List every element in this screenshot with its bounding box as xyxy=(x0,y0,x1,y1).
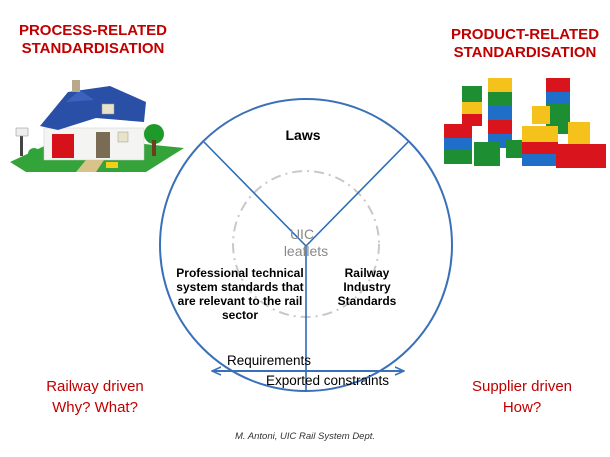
roof-dormer xyxy=(66,90,94,102)
left-segment-line: Professional technical xyxy=(176,266,303,280)
supplier-driven-line1: Supplier driven xyxy=(471,378,573,395)
lego-bricks-image xyxy=(444,78,606,168)
garage-door xyxy=(52,134,74,158)
basketball-hoop xyxy=(15,127,29,137)
lawnmower xyxy=(106,162,118,168)
tree xyxy=(144,124,164,144)
brick-stack-middle xyxy=(522,126,558,166)
left-segment-line: system standards that xyxy=(176,280,303,294)
laws-label: Laws xyxy=(285,127,320,143)
product-title-line1: PRODUCT-RELATED xyxy=(450,26,600,43)
window xyxy=(117,131,129,143)
right-segment-text: Railway Industry Standards xyxy=(338,266,397,308)
right-segment-line: Standards xyxy=(338,294,397,308)
divider-left xyxy=(203,141,307,247)
right-segment-line: Industry xyxy=(343,280,391,294)
path xyxy=(76,160,104,172)
supplier-driven-line2: How? xyxy=(502,399,542,416)
yellow-brick-right xyxy=(568,122,590,148)
product-title-line2: STANDARDISATION xyxy=(453,44,597,61)
left-segment-line: sector xyxy=(222,308,258,322)
requirements-label: Requirements xyxy=(227,353,311,368)
green-brick xyxy=(474,142,500,166)
process-title-line1: PROCESS-RELATED xyxy=(18,22,168,39)
supplier-driven-label: Supplier driven How? xyxy=(442,376,602,418)
red-flat-brick xyxy=(556,144,606,168)
basketball-pole xyxy=(20,134,23,156)
left-segment-line: are relevant to the rail xyxy=(178,294,303,308)
front-door xyxy=(96,132,110,158)
bush xyxy=(28,148,40,160)
divider-right xyxy=(305,141,409,247)
lego-house-image xyxy=(10,80,184,172)
house-roof xyxy=(40,86,146,130)
small-green-brick xyxy=(506,140,524,158)
railway-driven-label: Railway driven Why? What? xyxy=(10,376,180,418)
author-credit: M. Antoni, UIC Rail System Dept. xyxy=(234,431,376,442)
brick-stack-left xyxy=(444,124,472,164)
left-segment-text: Professional technical system standards … xyxy=(176,266,303,322)
product-related-title: PRODUCT-RELATED STANDARDISATION xyxy=(440,26,610,62)
chimney xyxy=(72,80,80,92)
railway-driven-line2: Why? What? xyxy=(52,399,138,416)
right-segment-line: Railway xyxy=(345,266,390,280)
process-related-title: PROCESS-RELATED STANDARDISATION xyxy=(8,22,178,58)
railway-driven-line1: Railway driven xyxy=(46,378,144,395)
yellow-brick-small xyxy=(532,106,550,124)
exported-constraints-label: Exported constraints xyxy=(266,373,389,388)
brick-stack-green xyxy=(462,86,482,126)
process-title-line2: STANDARDISATION xyxy=(21,40,165,57)
tree-trunk xyxy=(152,140,156,156)
uic-label-line1: UIC xyxy=(290,226,314,242)
uic-label-line2: leaflets xyxy=(284,243,328,259)
window xyxy=(101,103,115,115)
